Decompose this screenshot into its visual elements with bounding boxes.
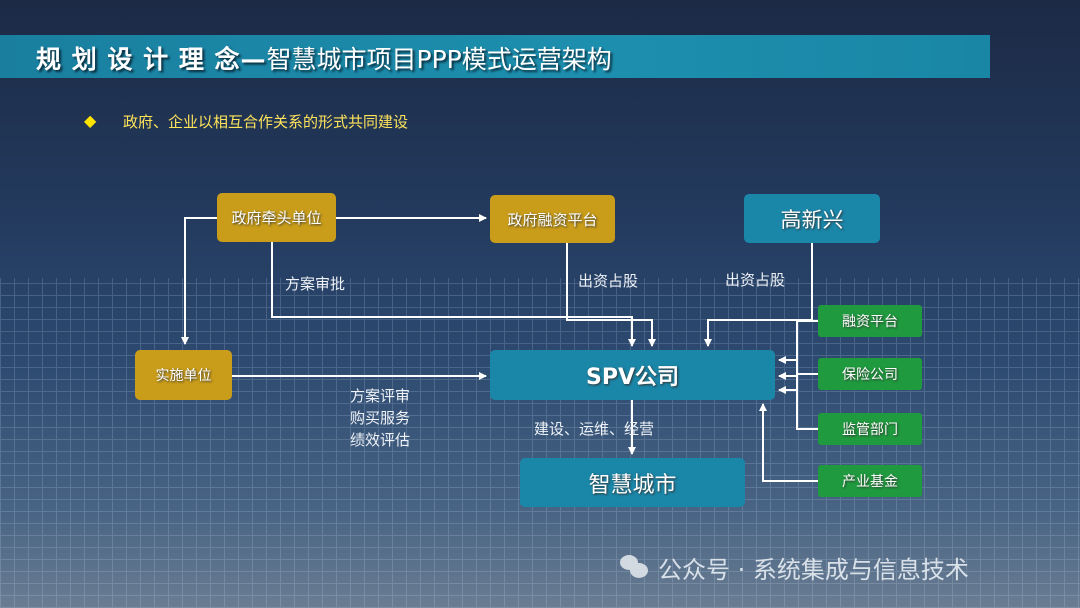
node-regulator: 监管部门 [818,413,922,445]
label-approval: 方案审批 [285,275,346,293]
arrow-fund-to-spv [759,403,818,482]
arrow-lead-to-spv [271,242,636,347]
label-review-line: 方案评审 [350,387,411,405]
title-bar [0,35,990,78]
label-review: 方案评审 购买服务 绩效评估 [350,385,410,451]
node-industry-fund: 产业基金 [818,465,922,497]
node-spv: SPV公司 [490,350,775,400]
wechat-icon [620,554,650,581]
diamond-icon: ◆ [84,111,97,130]
label-operate: 建设、运维、经营 [534,420,655,438]
label-equity-1: 出资占股 [578,272,639,290]
node-gaoxinxing: 高新兴 [744,194,880,243]
node-gov-lead: 政府牵头单位 [217,193,336,242]
watermark: 公众号 · 系统集成与信息技术 [620,550,969,585]
page-title: 规 划 设 计 理 念—智慧城市项目PPP模式运营架构 [36,40,612,76]
label-review-line: 绩效评估 [350,431,411,449]
watermark-text: 公众号 · 系统集成与信息技术 [658,556,969,584]
node-implementer: 实施单位 [135,350,232,400]
arrow-lead-to-implementer [181,217,217,345]
node-gov-finance: 政府融资平台 [490,195,615,243]
label-review-line: 购买服务 [350,409,411,427]
node-financing-platform: 融资平台 [818,305,922,337]
arrow-gaoxinxing-to-spv [704,243,813,347]
title-main: 规 划 设 计 理 念— [36,45,267,74]
title-sub: 智慧城市项目PPP模式运营架构 [266,45,612,74]
node-insurance: 保险公司 [818,358,922,390]
bullet-text: 政府、企业以相互合作关系的形式共同建设 [123,113,409,131]
label-equity-2: 出资占股 [725,271,786,289]
node-smart-city: 智慧城市 [520,458,745,507]
arrow-finance-to-spv [566,243,656,347]
